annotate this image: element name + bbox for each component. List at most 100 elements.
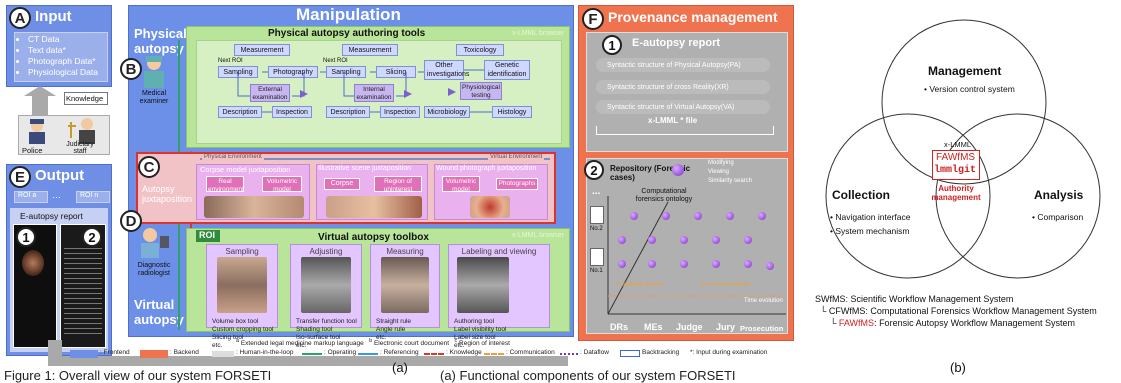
tool-item: Shading tool (296, 326, 333, 333)
input-list-box (14, 32, 108, 82)
repository-label: Repository (Forensic cases) (610, 164, 691, 182)
venn-collection: Collection (832, 188, 891, 202)
f-letter: F (582, 8, 604, 30)
venn-diagram (808, 10, 1114, 290)
flow-arrows (196, 40, 562, 144)
case-sphere (694, 212, 702, 220)
op-similarity: Similarity search (708, 178, 753, 184)
corpse-box: Corpse (324, 178, 360, 190)
input-item: Physiological Data (28, 67, 98, 78)
up-arrow-left (32, 94, 48, 118)
legend-human: : Human-in-the-loop (236, 349, 294, 356)
no1-label: No.1 (590, 268, 603, 274)
case-sphere (680, 260, 688, 268)
tool-item: Volume box tool (212, 318, 259, 325)
glossary-swfms: SWfMS: Scientific Workflow Management Sy… (815, 294, 1014, 304)
roi-n: ROI n (80, 192, 99, 199)
physical-env-label: Physical Environment (202, 154, 264, 160)
glossary-fawfms-rest: : Forensic Autopsy Workflow Management S… (874, 318, 1075, 328)
tool-item: Slicing tool (212, 334, 244, 341)
legend-backtracking: Backtracking (642, 349, 680, 356)
fawfms-box (932, 150, 980, 180)
bottom-drs: DRs (610, 322, 629, 332)
output-letter: E (9, 166, 31, 188)
venn-xlmml: x-LMML (944, 140, 972, 149)
b-letter: B (120, 58, 142, 80)
node-photography: Photography (268, 66, 318, 78)
physical-autopsy-label: Physical autopsy (134, 26, 187, 56)
caption-bottom-left: Figure 1: Overall view of our system FOR… (4, 368, 272, 383)
ct-image (301, 257, 351, 313)
case-sphere (744, 260, 752, 268)
tool-list: Authoring tool Label visibility tool Lab… (454, 318, 506, 350)
caption-bottom-mid: (a) Functional components of our system … (440, 368, 736, 383)
tool-list: Volume box tool Custom cropping tool Sli… (212, 318, 273, 350)
note-c-mark: c (454, 338, 458, 344)
venn-authority: Authority management (931, 184, 981, 202)
legend-notes: a Extended legal medicine markup languag… (236, 338, 510, 347)
node-physio: Physiological testing (460, 82, 502, 100)
structure-pa: Syntactic structure of Physical Autopsy(… (596, 58, 770, 72)
legend-dataflow: : Dataflow (580, 349, 609, 356)
knowledge-tag (64, 92, 108, 105)
volumetric-model-box-2: Volumetric model (442, 176, 480, 193)
node-toxicology: Toxicology (456, 44, 504, 56)
case-sphere (662, 212, 670, 220)
glossary-fawfms-abbr: FAWfMS (838, 318, 875, 328)
legend-backend: : Backend (170, 349, 199, 356)
note-c: Region of interest (459, 340, 510, 348)
next-roi-2: Next ROI (323, 58, 348, 64)
case-sphere (618, 236, 626, 244)
tool-item: etc. (296, 342, 307, 349)
medical-examiner-icon (140, 54, 168, 88)
legend-referencing-line (358, 353, 378, 355)
report-text-lines (64, 248, 102, 338)
bottom-mes: MEs (644, 322, 663, 332)
glossary-fawfms: └ FAWfMS: Forensic Autopsy Workflow Mana… (830, 318, 1075, 328)
node-genetic: Genetic identification (484, 60, 530, 80)
legend-dataflow-line (560, 353, 578, 355)
glossary-cfwfms-text: CFWfMS: Computational Forensics Workflow… (828, 306, 1097, 316)
roi-a: ROI a (18, 192, 37, 199)
tool-item: Iso-surface tool (296, 334, 341, 341)
venn-collection-item-2: • System mechanism (830, 226, 910, 236)
virtual-autopsy-label: Virtual autopsy (134, 297, 184, 327)
prov-num-2: 2 (584, 160, 604, 180)
case-sphere (744, 236, 752, 244)
tool-item: etc. (376, 334, 387, 341)
tool-card-sampling: Sampling Volume box tool Custom cropping… (206, 244, 278, 349)
xlmml-file-label: x-LMML * file (648, 116, 698, 125)
prov-report-title: E-autopsy report (632, 37, 721, 49)
input-title: Input (35, 8, 72, 25)
node-description-2: Description (326, 106, 370, 118)
doc-icon-1 (590, 248, 604, 266)
output-num-1: 1 (16, 227, 36, 247)
legend-knowledge-line (424, 353, 444, 355)
caption-b: (b) (950, 360, 966, 375)
node-description-1: Description (218, 106, 262, 118)
tool-card-adjusting: Adjusting Transfer function tool Shading… (290, 244, 362, 349)
time-evolution-label: Time evolution (744, 298, 783, 304)
provenance-title: Provenance management (608, 9, 778, 25)
judiciary-label: Judiciary staff (66, 141, 94, 155)
roi-tag (196, 230, 220, 242)
virtual-env-label: Virtual Environment (488, 154, 545, 160)
tool-item: Label size tool (454, 334, 496, 341)
op-modifying: Modifying (708, 160, 734, 166)
doc-icon-2 (590, 206, 604, 224)
physical-tools-browser: x-LMML browser (512, 30, 564, 37)
input-list: CT Data Text data* Photograph Data* Phys… (12, 34, 98, 78)
tool-item: Custom cropping tool (212, 326, 274, 333)
tool-item: etc. (454, 342, 465, 349)
ecourt-docs-label: E-court documents (700, 282, 751, 288)
tool-head: Measuring (386, 247, 424, 256)
police-label: Police (22, 146, 43, 155)
next-roi-1: Next ROI (218, 58, 243, 64)
prov-num-1: 1 (602, 35, 622, 55)
structure-xr: Syntactic structure of cross Reality(XR) (596, 80, 770, 94)
tool-item: etc. (212, 342, 223, 349)
tool-item: Angle rule (376, 326, 406, 333)
real-env-box: Real environment (206, 176, 244, 193)
case-sphere (766, 262, 774, 270)
venn-management-item: • Version control system (924, 84, 1015, 94)
